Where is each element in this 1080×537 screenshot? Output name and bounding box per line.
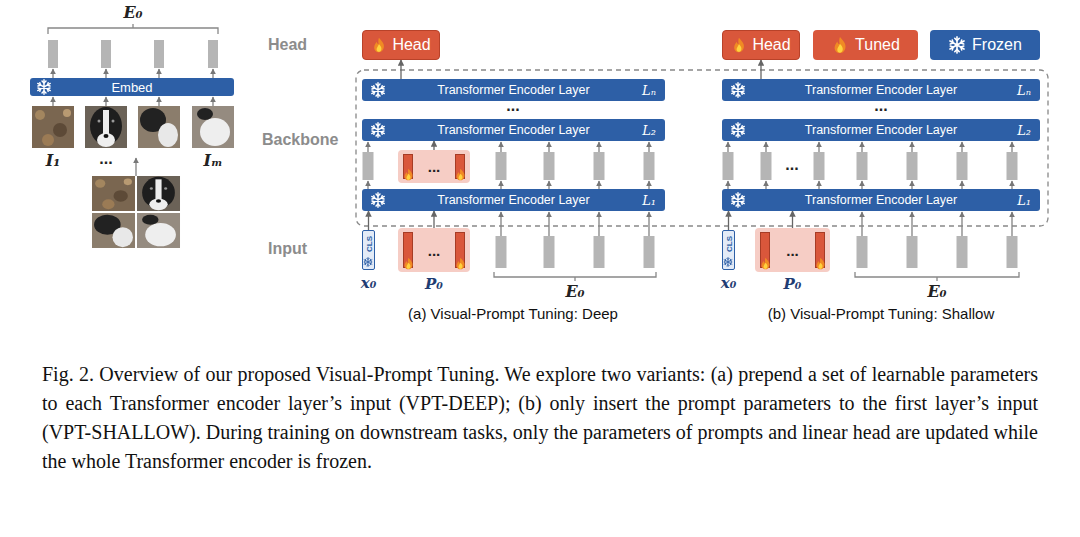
legend-text: Frozen [972,36,1022,54]
encoder-layer: Transformer Encoder Layer L₁ [722,189,1040,211]
encoder-layer: Transformer Encoder Layer L₁ [362,189,665,211]
embedding-illustration [32,24,234,248]
snowflake-icon [723,257,733,267]
flame-icon [454,257,467,270]
head-box: Head [722,30,800,60]
math-symbol: E₀ [123,3,142,22]
flame-icon [831,36,849,54]
panel-caption: (a) Visual-Prompt Tuning: Deep [408,305,618,322]
frozen-backbone-region [356,70,1048,226]
figure-caption: Fig. 2. Overview of our proposed Visual-… [42,360,1038,476]
snowflake-icon [370,122,386,138]
layer-index: Lₙ [1017,83,1031,98]
connector-arrow [433,211,434,228]
row-label: Head [268,36,307,54]
legend-swatch: Tuned [813,30,918,60]
brackets [494,272,1019,281]
node-text: Transformer Encoder Layer [805,193,957,207]
math-symbol: Iₘ [203,151,222,170]
token-symbol: P₀ [425,275,443,293]
head-box: Head [362,30,440,60]
node-text: Transformer Encoder Layer [437,193,589,207]
node-text: Transformer Encoder Layer [437,123,589,137]
prompt-group: ...P₀ [398,228,470,272]
flame-icon [371,37,387,53]
node-text: Transformer Encoder Layer [805,123,957,137]
flame-icon [759,257,772,270]
math-symbol: I₁ [46,151,61,170]
cls-token: CLSx₀ [362,230,375,270]
encoder-layer: Transformer Encoder Layer L₂ [362,119,665,141]
node-text: Head [752,36,790,54]
node-text: Head [392,36,430,54]
node-text: ... [428,158,441,175]
row-label: Input [268,240,307,258]
snowflake-icon [730,82,746,98]
connector-arrow [792,211,793,228]
panel-caption: (b) Visual-Prompt Tuning: Shallow [768,305,995,322]
node-text: Embed [111,80,152,95]
snowflake-icon [363,257,373,267]
prompt-group: ... [398,150,470,183]
snowflake-icon [730,192,746,208]
snowflake-icon [370,192,386,208]
prompt-token [403,154,413,179]
embed-layer: Embed [30,78,234,96]
layer-index: L₂ [1017,123,1031,138]
token-symbol: x₀ [361,274,377,292]
snowflake-icon [730,122,746,138]
ellipsis: ... [874,97,887,115]
connector-arrow [728,211,729,230]
ellipsis: ... [785,156,798,174]
prompt-group: ...P₀ [755,228,830,272]
flame-icon [454,168,467,181]
ellipsis: ... [99,150,112,168]
layer-index: L₁ [642,193,656,208]
prompt-token [455,154,465,179]
encoder-layer: Transformer Encoder Layer L₂ [722,119,1040,141]
layer-index: L₂ [642,123,656,138]
legend-swatch: Frozen [930,30,1040,60]
connector-arrow [368,211,369,230]
layer-index: L₁ [1017,193,1031,208]
node-text: Transformer Encoder Layer [437,83,589,97]
token-symbol: x₀ [721,274,737,292]
node-text: CLS [364,236,373,252]
flame-icon [402,257,415,270]
prompt-token [760,232,770,268]
flame-icon [402,168,415,181]
flame-icon [731,37,747,53]
node-text: ... [428,242,441,259]
snowflake-icon [36,79,52,95]
ellipsis: ... [506,97,519,115]
flame-icon [814,257,827,270]
connector-arrow [760,60,761,79]
math-symbol: E₀ [565,282,584,301]
row-label: Backbone [262,131,338,149]
node-text: Transformer Encoder Layer [805,83,957,97]
connector-arrow [400,60,401,79]
math-symbol: E₀ [927,282,946,301]
prompt-token [815,232,825,268]
prompt-token [455,232,465,268]
cls-token: CLSx₀ [722,230,735,270]
connector-arrow [433,141,434,150]
node-text: ... [786,242,799,259]
legend-text: Tuned [855,36,900,54]
snowflake-icon [948,36,966,54]
layer-index: Lₙ [642,83,656,98]
snowflake-icon [370,82,386,98]
prompt-token [403,232,413,268]
node-text: CLS [724,236,733,252]
token-symbol: P₀ [784,275,802,293]
